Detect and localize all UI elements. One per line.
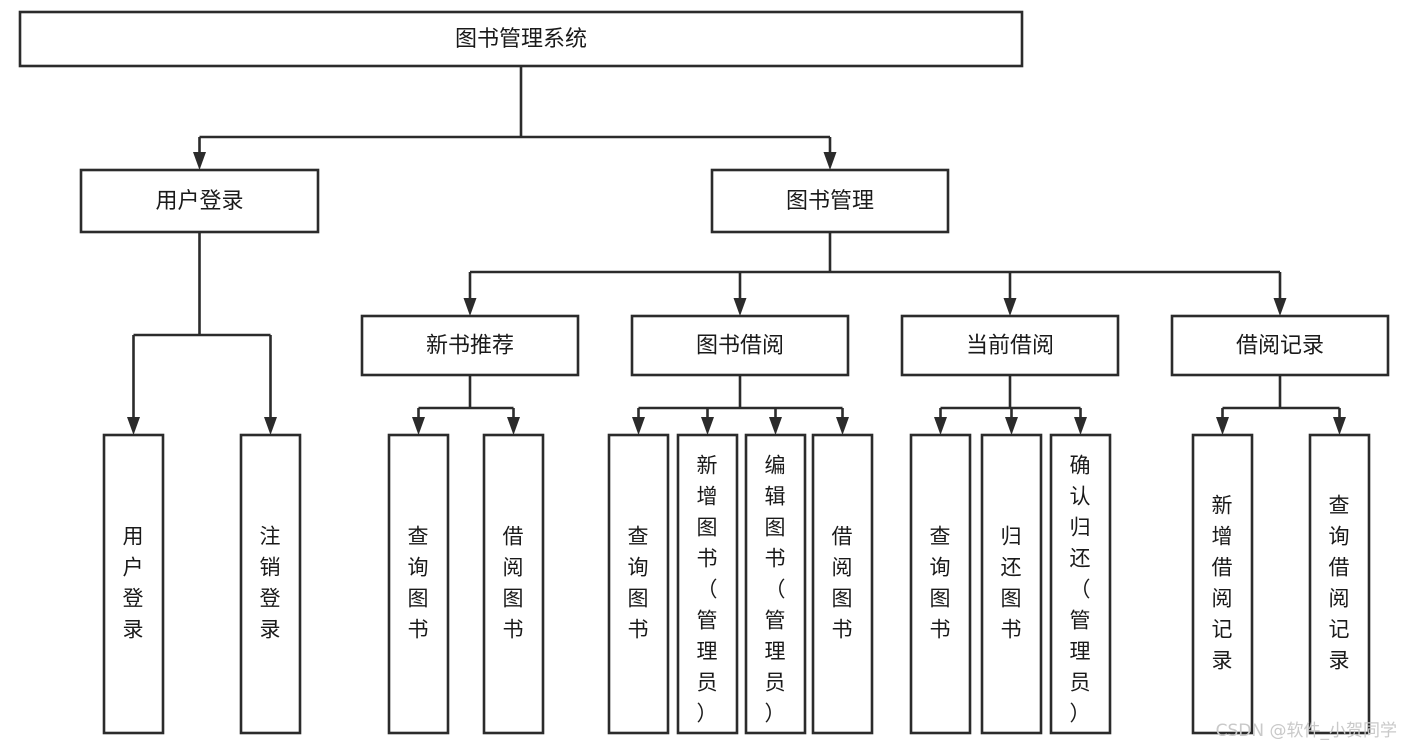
arrow-head-icon [733, 298, 747, 316]
arrow-head-icon [701, 417, 714, 435]
node-label: 当前借阅 [966, 334, 1054, 359]
node-leaf-confirm-return[interactable]: 确认归还（管理员） [1049, 433, 1112, 735]
arrow-head-icon [934, 417, 947, 435]
connector-group-new_book_rec [412, 375, 520, 435]
node-label: 图书管理系统 [455, 27, 587, 52]
node-box[interactable] [980, 433, 1043, 735]
node-box[interactable] [239, 433, 302, 735]
node-label: 借阅图书 [503, 525, 525, 642]
node-box[interactable] [607, 433, 670, 735]
node-leaf-borrow-book-2[interactable]: 借阅图书 [811, 433, 874, 735]
node-label: 注销登录 [260, 525, 282, 642]
node-box[interactable] [79, 168, 320, 234]
node-label: 用户登录 [155, 189, 243, 214]
node-label: 确认归还（管理员） [1070, 454, 1092, 726]
connector-group-root [193, 66, 837, 170]
arrow-head-icon [1005, 417, 1018, 435]
arrow-head-icon [264, 417, 277, 435]
node-box[interactable] [630, 314, 850, 377]
node-book-borrow[interactable]: 图书借阅 [630, 314, 850, 377]
connector-group-book_manage [463, 232, 1287, 316]
arrow-head-icon [769, 417, 782, 435]
node-label: 查询借阅记录 [1329, 494, 1351, 673]
node-layer: 图书管理系统用户登录图书管理新书推荐图书借阅当前借阅借阅记录用户登录注销登录查询… [18, 10, 1390, 735]
node-box[interactable] [909, 433, 972, 735]
node-leaf-add-record[interactable]: 新增借阅记录 [1191, 433, 1254, 735]
node-root[interactable]: 图书管理系统 [18, 10, 1024, 68]
arrow-head-icon [1216, 417, 1229, 435]
node-box[interactable] [744, 433, 807, 735]
arrow-head-icon [823, 152, 837, 170]
node-leaf-add-book[interactable]: 新增图书（管理员） [676, 433, 739, 735]
arrow-head-icon [632, 417, 645, 435]
node-box[interactable] [18, 10, 1024, 68]
node-label: 编辑图书（管理员） [765, 454, 787, 726]
arrow-head-icon [1074, 417, 1087, 435]
connector-group-book_borrow [632, 375, 849, 435]
node-box[interactable] [676, 433, 739, 735]
node-borrow-record[interactable]: 借阅记录 [1170, 314, 1390, 377]
node-label: 归还图书 [1001, 525, 1023, 642]
node-book-manage[interactable]: 图书管理 [710, 168, 950, 234]
node-leaf-return-book[interactable]: 归还图书 [980, 433, 1043, 735]
node-leaf-borrow-book-1[interactable]: 借阅图书 [482, 433, 545, 735]
node-label: 新增借阅记录 [1212, 494, 1234, 673]
node-user-login[interactable]: 用户登录 [79, 168, 320, 234]
node-new-book-rec[interactable]: 新书推荐 [360, 314, 580, 377]
arrow-head-icon [836, 417, 849, 435]
node-leaf-query-book-1[interactable]: 查询图书 [387, 433, 450, 735]
node-label: 图书借阅 [696, 334, 784, 359]
connector-group-borrow_record [1216, 375, 1346, 435]
node-box[interactable] [1308, 433, 1371, 735]
node-leaf-query-book-2[interactable]: 查询图书 [607, 433, 670, 735]
node-label: 查询图书 [628, 525, 650, 642]
node-label: 新书推荐 [426, 334, 514, 359]
node-label: 图书管理 [786, 189, 874, 214]
arrow-head-icon [1333, 417, 1346, 435]
node-leaf-query-book-3[interactable]: 查询图书 [909, 433, 972, 735]
node-box[interactable] [360, 314, 580, 377]
connector-group-current_borrow [934, 375, 1087, 435]
node-label: 查询图书 [408, 525, 430, 642]
arrow-head-icon [127, 417, 140, 435]
node-box[interactable] [1191, 433, 1254, 735]
node-box[interactable] [387, 433, 450, 735]
node-leaf-query-record[interactable]: 查询借阅记录 [1308, 433, 1371, 735]
node-current-borrow[interactable]: 当前借阅 [900, 314, 1120, 377]
arrow-head-icon [1273, 298, 1287, 316]
connector-layer [127, 66, 1346, 435]
connector-group-user_login [127, 232, 277, 435]
node-box[interactable] [482, 433, 545, 735]
arrow-head-icon [412, 417, 425, 435]
node-leaf-user-login[interactable]: 用户登录 [102, 433, 165, 735]
node-box[interactable] [102, 433, 165, 735]
node-label: 用户登录 [123, 525, 145, 642]
arrow-head-icon [193, 152, 206, 170]
arrow-head-icon [507, 417, 520, 435]
node-box[interactable] [1170, 314, 1390, 377]
node-label: 查询图书 [930, 525, 952, 642]
node-box[interactable] [811, 433, 874, 735]
node-label: 新增图书（管理员） [697, 454, 719, 726]
arrow-head-icon [463, 298, 477, 316]
node-box[interactable] [710, 168, 950, 234]
node-leaf-edit-book[interactable]: 编辑图书（管理员） [744, 433, 807, 735]
node-leaf-user-logout[interactable]: 注销登录 [239, 433, 302, 735]
node-box[interactable] [900, 314, 1120, 377]
node-label: 借阅图书 [832, 525, 854, 642]
arrow-head-icon [1003, 298, 1017, 316]
node-label: 借阅记录 [1236, 334, 1324, 359]
node-box[interactable] [1049, 433, 1112, 735]
